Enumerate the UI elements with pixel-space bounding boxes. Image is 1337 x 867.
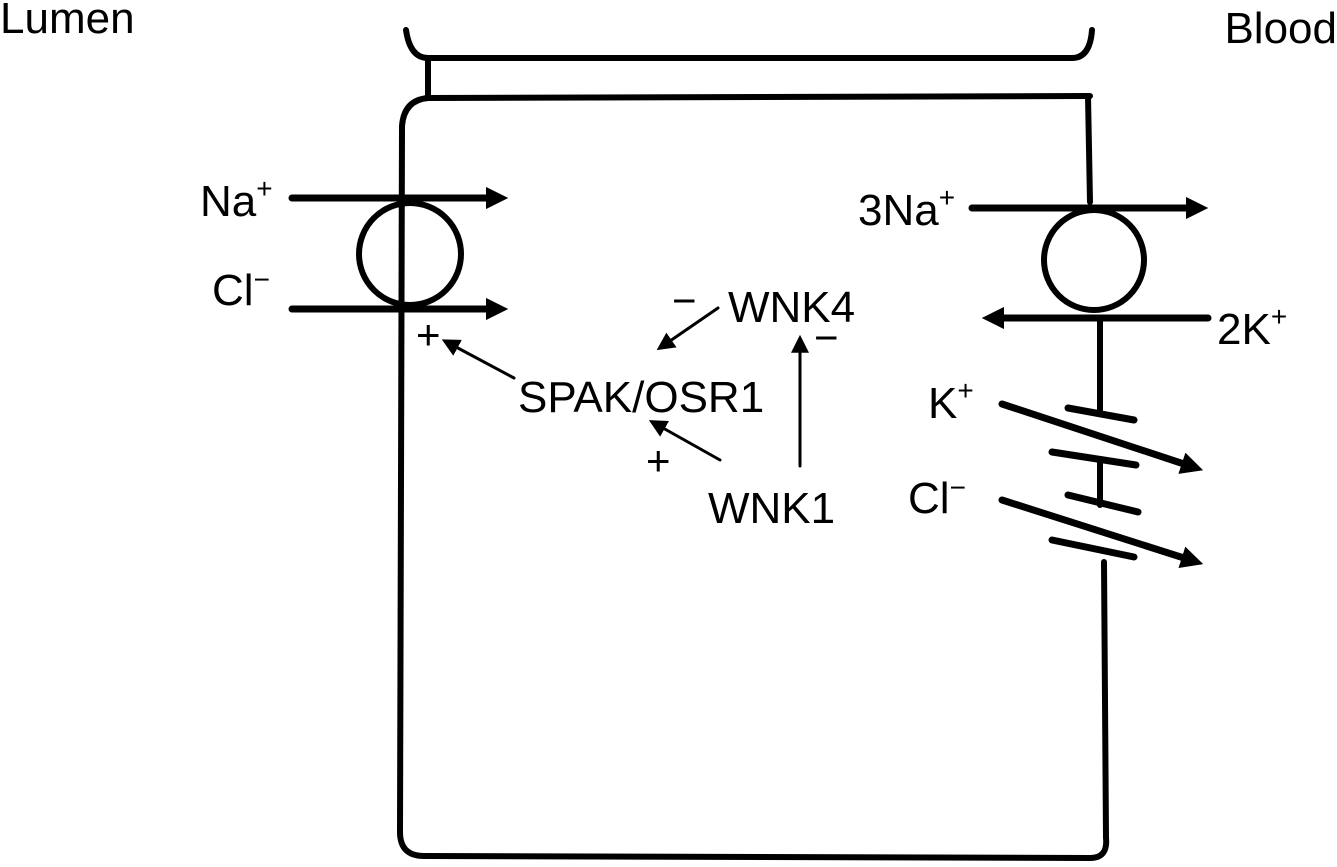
na-k-atpase (968, 196, 1212, 330)
ncc-activation-sign: + (416, 311, 441, 358)
basolateral-membrane-upper (1085, 93, 1093, 205)
cell-outline (397, 27, 1110, 861)
wnk4-inhibition-sign: − (672, 277, 697, 324)
wnk1-wnk4-inhibition-sign: − (814, 314, 839, 361)
na-ion-label: Na+ (200, 173, 273, 226)
3na-ion-label: 3Na+ (858, 182, 955, 235)
cl-basolateral-ion-label: Cl− (908, 472, 966, 523)
cl-channel-bar-top (1064, 491, 1142, 516)
k-channel-bar-bottom (1048, 448, 1140, 469)
k-channel (998, 400, 1204, 474)
ncc-transporter-circle (356, 200, 464, 308)
spak-osr1-label: SPAK/OSR1 (518, 373, 764, 422)
cell-bracket (403, 27, 1095, 61)
spak-activates-ncc-arrow (441, 339, 516, 380)
lumen-label: Lumen (0, 0, 135, 43)
wnk1-label: WNK1 (708, 484, 835, 533)
k-ion-label: K+ (928, 375, 974, 428)
cl-efflux-arrow (998, 496, 1204, 568)
wnk4-label: WNK4 (728, 283, 855, 332)
cl-ion-label: Cl− (212, 264, 270, 315)
cl-channel-bar-bottom (1048, 536, 1138, 561)
wnk4-inhibits-spak-arrow (656, 306, 720, 351)
2k-ion-label: 2K+ (1217, 301, 1287, 354)
cl-channel (998, 491, 1204, 568)
pump-circle (1041, 207, 1147, 313)
apical-membrane (397, 93, 1110, 861)
blood-label: Blood (1224, 4, 1337, 53)
wnk1-activates-spak-arrow (648, 420, 722, 462)
ncc-cotransporter (288, 186, 509, 321)
spak-activation-sign: + (646, 437, 671, 484)
k-channel-bar-top (1064, 404, 1138, 424)
k-efflux-arrow (998, 400, 1204, 474)
